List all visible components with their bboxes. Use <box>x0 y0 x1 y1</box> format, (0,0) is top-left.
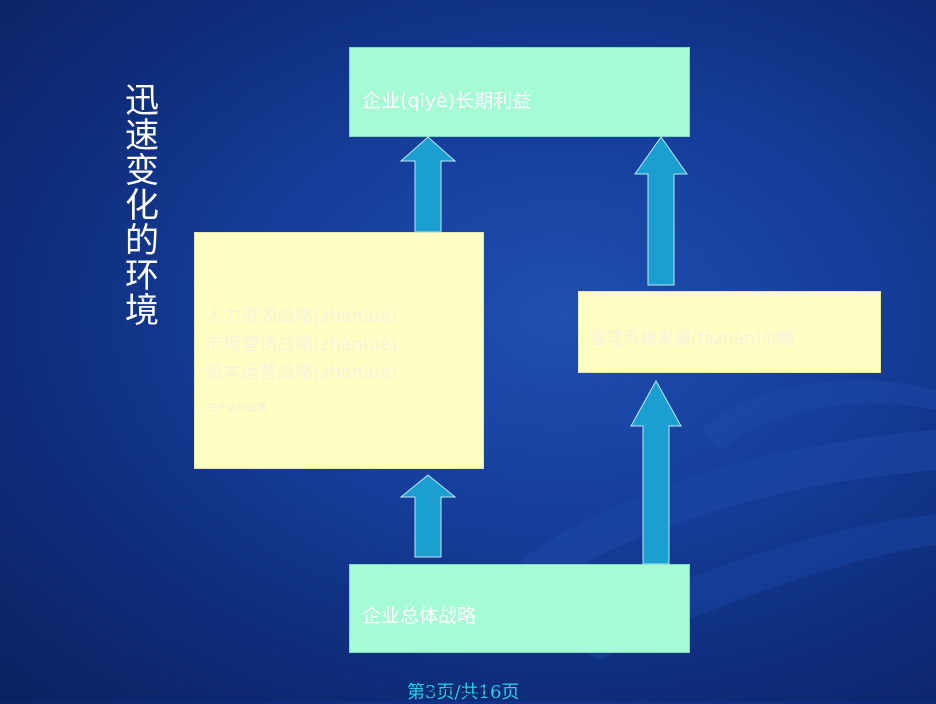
management-system-box: 管理系统发展(fāzhǎn)战略 <box>578 291 881 373</box>
long-term-interest-label: 企业(qǐyè)长期利益 <box>362 90 532 112</box>
vertical-title-char: 境 <box>125 291 159 331</box>
up-arrow-right-upper <box>634 136 688 286</box>
long-term-interest-box: 企业(qǐyè)长期利益 <box>349 47 690 137</box>
strategy-line: 市场营销战略(zhànlüè) <box>205 334 398 355</box>
vertical-title-char: 化 <box>125 186 159 226</box>
strategy-line: 资本运营战略(zhànlüè) <box>205 362 398 383</box>
management-system-label: 管理系统发展(fāzhǎn)战略 <box>589 329 796 349</box>
strategy-small-note: 生产运作战略 <box>207 403 267 414</box>
strategy-line: 人力资源战略(zhànlüè) <box>205 306 398 327</box>
overall-strategy-box: 企业总体战略 <box>349 564 690 653</box>
functional-strategies-list: 人力资源战略(zhànlüè) 市场营销战略(zhànlüè) 资本运营战略(z… <box>205 303 398 387</box>
vertical-title-char: 速 <box>125 116 159 156</box>
page-number-overlay: 第3页/共16页 <box>428 688 491 699</box>
up-arrow-left-upper <box>399 136 457 233</box>
vertical-title-char: 环 <box>125 256 159 296</box>
page-number: 第3页/共16页 <box>407 682 520 703</box>
vertical-title-char: 迅 <box>125 81 159 121</box>
vertical-title-char: 的 <box>125 221 159 261</box>
vertical-title-char: 变 <box>125 151 159 191</box>
overall-strategy-label: 企业总体战略 <box>362 605 477 627</box>
up-arrow-left-lower <box>399 474 457 558</box>
vertical-title: 迅 速 变 化 的 环 境 <box>122 84 162 329</box>
up-arrow-right-lower <box>630 379 682 565</box>
functional-strategies-box: 人力资源战略(zhànlüè) 市场营销战略(zhànlüè) 资本运营战略(z… <box>194 232 484 469</box>
